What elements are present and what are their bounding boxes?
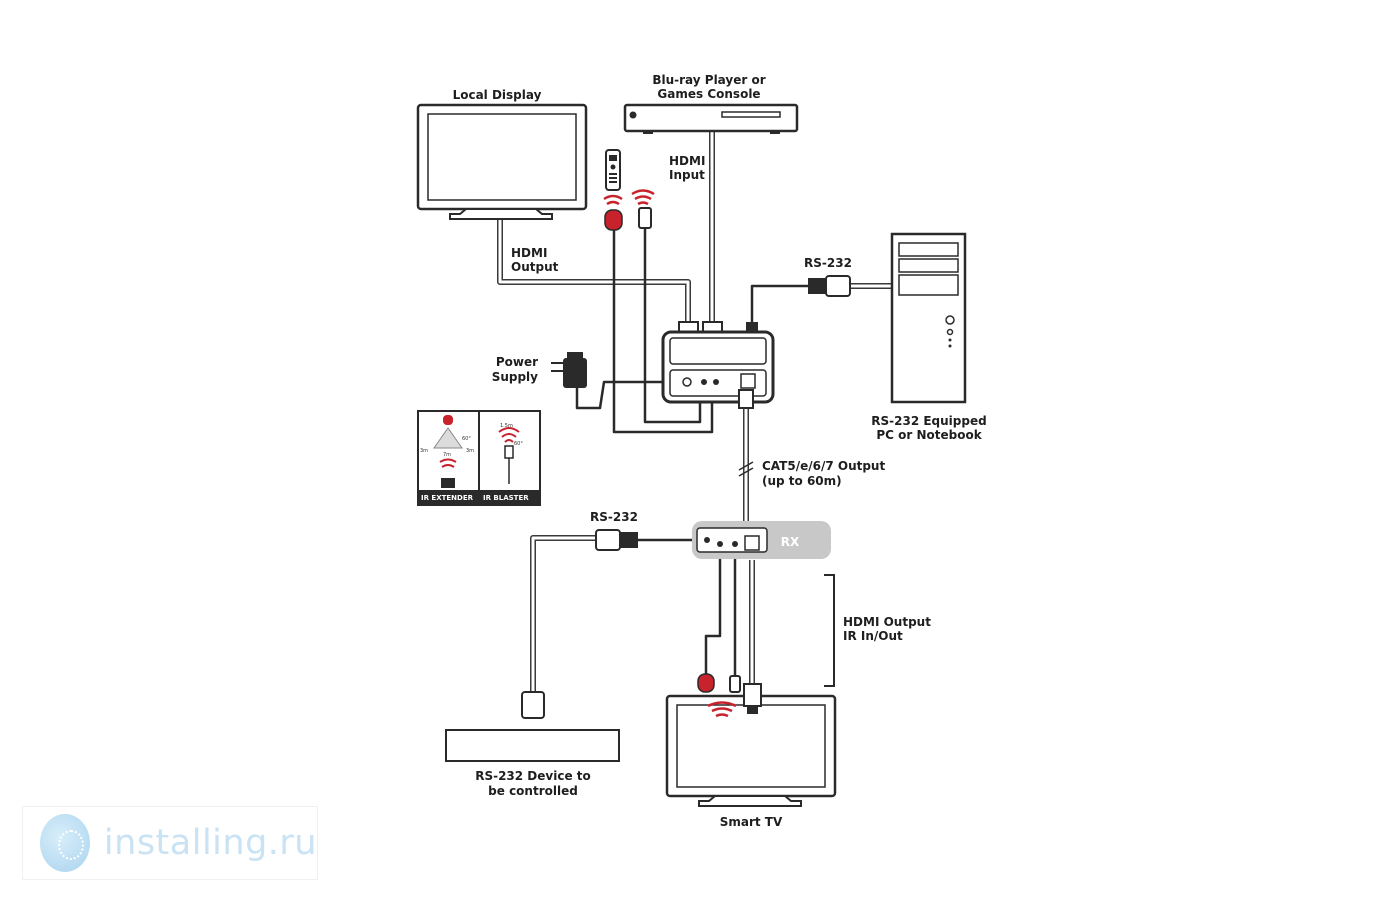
smart-tv-label: Smart TV	[720, 815, 783, 829]
rs232-device-label-line2: be controlled	[488, 784, 578, 798]
tv-ir-signal-icon	[707, 701, 737, 718]
ir-extender-angle: 60°	[462, 436, 471, 442]
ir-extender-side-left: 3m	[420, 448, 428, 454]
power-cable	[575, 380, 680, 410]
rs232-device-label-line1: RS-232 Device to	[475, 769, 591, 783]
hdmi-input-label-line2: Input	[669, 168, 705, 182]
local-display-label: Local Display	[453, 88, 542, 102]
ir-signal-icon	[603, 189, 655, 206]
ir-extender-sensor-bottom-icon	[697, 673, 715, 693]
hdmi-output-label-line2: Output	[511, 260, 559, 274]
power-supply-icon	[551, 352, 587, 388]
smart-tv	[665, 683, 837, 807]
source-label-line2: Games Console	[657, 87, 760, 101]
ir-blaster-angle: 60°	[514, 441, 523, 447]
ir-blaster-caption: IR BLASTER	[483, 494, 529, 502]
pc-rs232-cable	[750, 283, 892, 322]
power-label-line1: Power	[496, 355, 538, 369]
pc-rs232-connector	[808, 275, 851, 297]
ir-extender-sensor-icon	[604, 209, 623, 231]
rs232-device	[445, 691, 620, 762]
rs232-top-label: RS-232	[804, 256, 852, 270]
ir-blaster-wire-top	[643, 228, 702, 424]
hdmi-ir-label-line1: HDMI Output	[843, 615, 931, 629]
tx-extender-unit	[661, 321, 775, 409]
rs232-bottom-connector	[595, 529, 638, 551]
ir-extender-distance: 7m	[443, 452, 451, 458]
source-label-line1: Blu-ray Player or	[652, 73, 765, 87]
hdmi-output-label-line1: HDMI	[511, 246, 547, 260]
ir-blaster-emitter-bottom-icon	[729, 675, 741, 693]
ir-extender-wire-bottom	[704, 558, 722, 676]
local-display	[416, 103, 588, 220]
rx-extender-unit	[692, 521, 831, 559]
ir-legend-box	[417, 410, 541, 506]
rs232-bottom-label: RS-232	[590, 510, 638, 524]
cat-label-line2: (up to 60m)	[762, 474, 842, 488]
ir-extender-wire-top	[612, 230, 714, 434]
ir-blaster-distance: 1.5m	[500, 423, 513, 429]
power-label-line2: Supply	[492, 370, 538, 384]
hdmi-input-label-line1: HDMI	[669, 154, 705, 168]
pc-tower	[890, 232, 967, 404]
remote-control-icon	[605, 149, 621, 191]
rs232-device-cable	[530, 535, 696, 692]
ir-extender-side-right: 3m	[466, 448, 474, 454]
watermark: installing.ru	[22, 806, 318, 880]
ir-extender-caption: IR EXTENDER	[421, 494, 474, 502]
rx-label: RX	[781, 535, 800, 549]
watermark-text: installing.ru	[103, 823, 317, 863]
pc-label-line1: RS-232 Equipped	[871, 414, 986, 428]
cat-label-line1: CAT5/e/6/7 Output	[762, 459, 885, 473]
watermark-logo-icon	[40, 814, 90, 872]
ir-blaster-emitter-icon	[638, 207, 652, 229]
hdmi-output-cable	[497, 218, 691, 322]
pc-label-line2: PC or Notebook	[876, 428, 982, 442]
hdmi-ir-label-line2: IR In/Out	[843, 629, 903, 643]
bluray-player	[623, 103, 799, 134]
hdmi-ir-bracket	[824, 574, 835, 687]
cat-cable	[738, 408, 754, 530]
